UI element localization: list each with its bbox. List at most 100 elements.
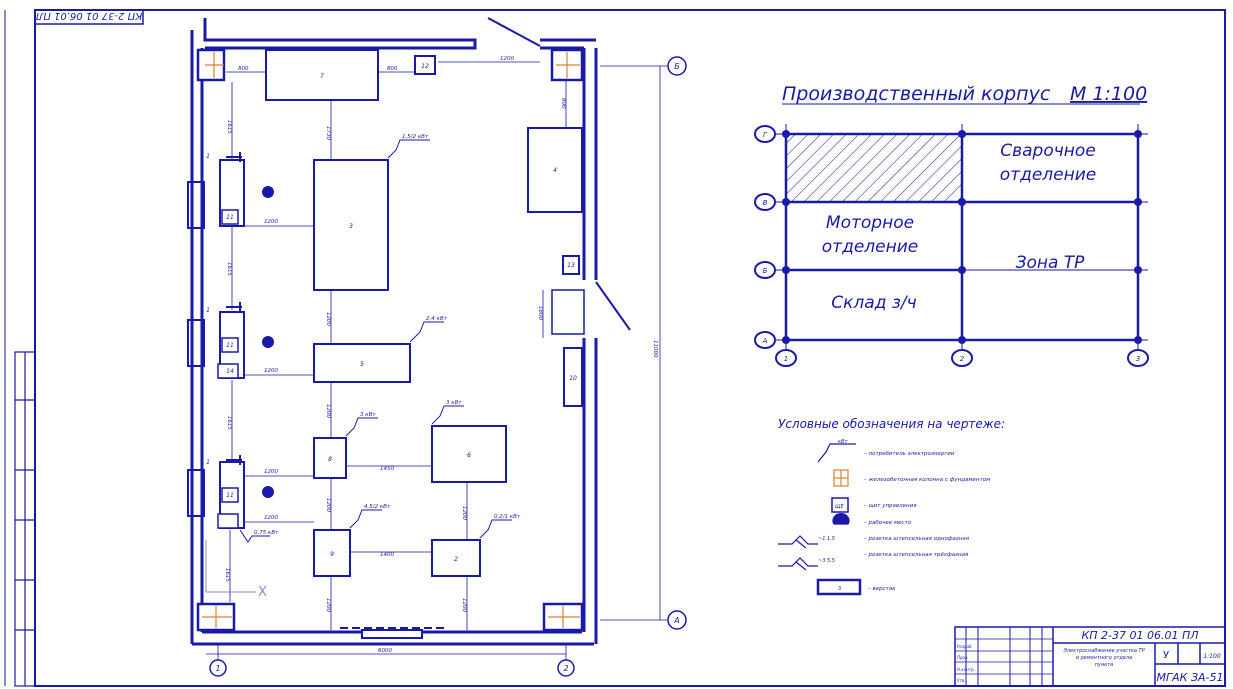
power-label-7: 0,2/1 кВт	[494, 514, 521, 520]
titleblock-code: КП 2-37 01 06.01 ПЛ	[1081, 629, 1198, 642]
equip-num-1c: 1	[206, 459, 210, 466]
titleblock-row-3: Н.контр.	[957, 667, 975, 672]
dim-bottom-total: 6000	[378, 648, 392, 654]
dim-wall-4: 1615	[224, 568, 230, 582]
dim-v-6: 1200	[461, 506, 467, 520]
power-label-1: 1,5/2 кВт	[402, 134, 429, 140]
equip-num-8: 8	[328, 456, 332, 463]
sheet-frame	[34, 9, 1226, 687]
legend-text-5: – розетка штепсельная однофазная	[864, 536, 970, 542]
scheme-col-1: 1	[784, 355, 788, 363]
room-zone: Зона ТР	[1016, 253, 1086, 273]
equip-num-2: 2	[454, 556, 458, 563]
dim-equip-1: 1200	[264, 219, 278, 225]
equip-num-3: 3	[349, 223, 353, 230]
axis-bubble-b: Б	[674, 62, 680, 71]
dim-wall-2: 1615	[226, 262, 232, 276]
axis-bubble-2: 2	[563, 664, 568, 673]
dim-v-4: 1200	[325, 498, 331, 512]
legend-sym-3: ЩЕ	[835, 504, 844, 510]
scheme-scale: М 1:100	[1070, 83, 1147, 105]
hatched-area	[786, 134, 962, 202]
equip-num-7: 7	[320, 73, 324, 80]
dim-door: 1200	[500, 56, 514, 62]
legend-text-1: – потребитель электроэнергии	[864, 451, 955, 457]
legend-text-7: – верстак	[868, 586, 896, 592]
power-label-4: 4,5/2 кВт	[364, 504, 391, 510]
equip-num-1a: 1	[206, 153, 210, 160]
equipment	[219, 49, 583, 577]
equip-num-10: 10	[569, 375, 577, 382]
scheme-row-g: Г	[763, 131, 768, 139]
equip-num-11a: 11	[226, 214, 234, 221]
titleblock-name-3: пункта	[1095, 662, 1114, 668]
axis-bubble-a: А	[673, 616, 679, 625]
left-side-stamp	[14, 351, 36, 687]
legend-sym-6: ~3 5,5	[818, 558, 835, 564]
dim-top-left: 800	[238, 66, 249, 72]
legend-text-4: – рабочее место	[864, 520, 912, 526]
legend: Условные обозначения на чертеже: кВт ЩЕ …	[778, 417, 1005, 596]
equip-num-9: 9	[330, 551, 334, 558]
dim-right-total: 11000	[652, 340, 658, 358]
titleblock-lit: У	[1163, 650, 1169, 661]
scheme-row-a: А	[762, 337, 768, 345]
power-label-5: 3 кВт	[446, 400, 462, 406]
dim-wall-3: 1615	[226, 416, 232, 430]
dim-equip-4: 1200	[264, 515, 278, 521]
dim-equip-3: 1200	[264, 469, 278, 475]
equip-num-4: 4	[553, 167, 557, 174]
floor-plan: X 1 2 Б А 800 800 1200 6000 1200 1200 12…	[187, 17, 687, 677]
dim-v-2: 1200	[325, 312, 331, 326]
title-block: КП 2-37 01 06.01 ПЛ Электроснабжение уча…	[954, 626, 1226, 687]
dim-v-3: 1200	[325, 404, 331, 418]
equip-num-6: 6	[467, 452, 471, 459]
equip-num-13: 13	[567, 262, 575, 269]
scheme-row-b: Б	[763, 267, 768, 275]
room-motor-1: Моторное	[826, 213, 914, 233]
titleblock-name-2: и ремонтного отдела	[1076, 655, 1132, 661]
dim-equip-2: 1200	[264, 368, 278, 374]
room-welding-1: Сварочное	[1000, 141, 1096, 161]
dim-between-1: 1450	[380, 466, 394, 472]
axis-marker-x: X	[258, 585, 267, 600]
corner-columns	[196, 48, 584, 632]
equip-num-5: 5	[360, 361, 364, 368]
scheme-title: Производственный корпус	[782, 83, 1051, 105]
building-scheme: Производственный корпус М 1:100	[754, 83, 1149, 367]
equip-num-14: 14	[226, 368, 234, 375]
power-label-6: 0,75 кВт	[254, 530, 279, 536]
dim-v-9: 1800	[537, 306, 543, 320]
dim-v-7: 1200	[461, 598, 467, 612]
stamp-top-text: КП 2-37 01 06.01 ПЛ	[35, 10, 142, 21]
titleblock-org: МГАК ЗА-51	[1157, 671, 1224, 684]
room-welding-2: отделение	[1000, 165, 1096, 185]
titleblock-row-1: Разраб.	[957, 644, 973, 649]
dim-v-8: 800	[560, 98, 566, 109]
dim-v-1: 1730	[325, 126, 331, 140]
legend-text-6: – розетка штепсельная трёхфазная	[864, 552, 969, 558]
equip-num-11c: 11	[226, 492, 234, 499]
equip-num-11b: 11	[226, 342, 234, 349]
dim-between-2: 1400	[380, 552, 394, 558]
dim-wall-1: 1615	[226, 120, 232, 134]
scheme-col-3: 3	[1136, 355, 1140, 363]
legend-title: Условные обозначения на чертеже:	[778, 417, 1005, 431]
equip-num-1b: 1	[206, 307, 210, 314]
room-warehouse: Склад з/ч	[831, 293, 916, 313]
scheme-col-2: 2	[960, 355, 965, 363]
dim-v-5: 1200	[325, 598, 331, 612]
legend-text-2: – железобетонная колонна с фундаментом	[864, 477, 990, 483]
equip-num-12: 12	[421, 63, 429, 70]
axis-bubble-1: 1	[215, 664, 220, 673]
power-label-3: 3 кВт	[360, 412, 376, 418]
legend-sym-1: кВт	[838, 439, 848, 445]
room-motor-2: отделение	[822, 237, 918, 257]
titleblock-name-1: Электроснабжение участка ТР	[1062, 648, 1144, 654]
legend-sym-5: ~1 1,5	[818, 536, 835, 542]
titleblock-scale: 1:100	[1203, 653, 1220, 660]
titleblock-row-2: Пров.	[957, 655, 969, 660]
titleblock-row-4: Утв.	[957, 678, 965, 683]
power-label-2: 2,4 кВт	[426, 316, 448, 322]
